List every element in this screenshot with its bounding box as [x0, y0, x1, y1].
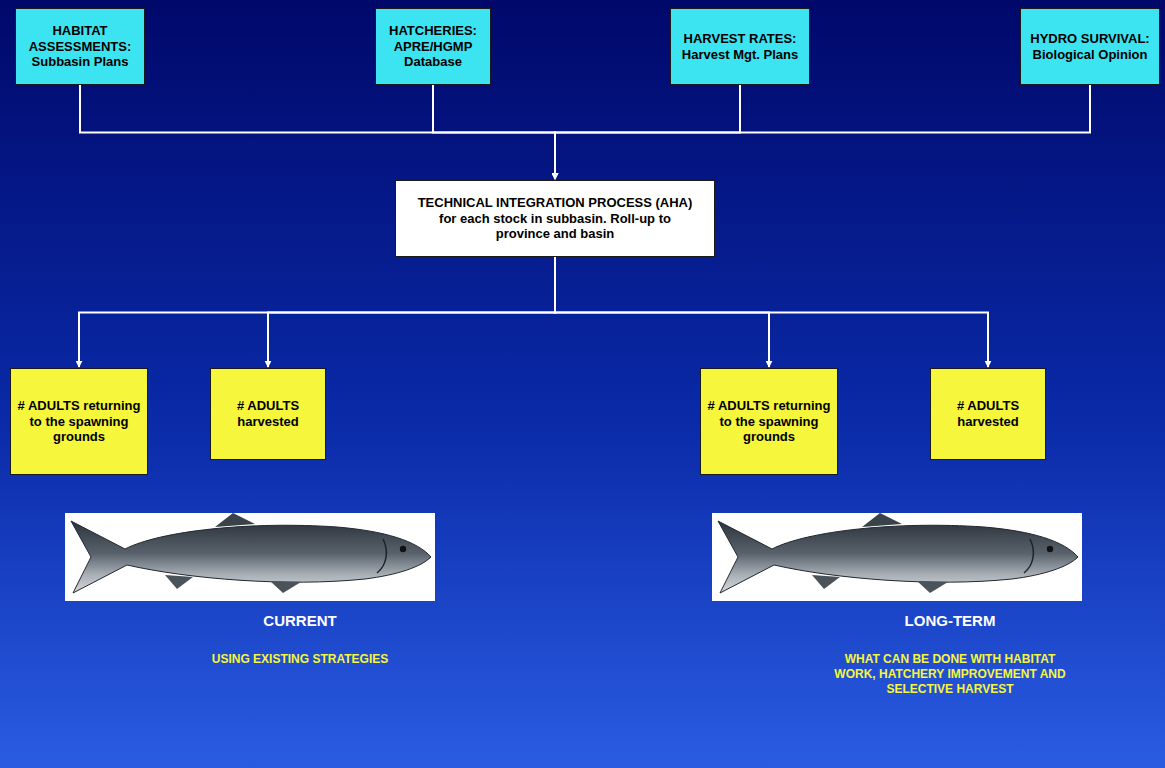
box-text: # ADULTS returning to the spawning groun… — [707, 398, 831, 445]
box-text: # ADULTS returning to the spawning groun… — [17, 398, 141, 445]
salmon-picture — [65, 513, 435, 601]
process-box: TECHNICAL INTEGRATION PROCESS (AHA) for … — [395, 180, 715, 257]
connector — [80, 85, 555, 179]
scenario-note: USING EXISTING STRATEGIES — [190, 652, 410, 667]
source-box: HARVEST RATES: Harvest Mgt. Plans — [670, 8, 810, 85]
box-text: TECHNICAL INTEGRATION PROCESS (AHA) for … — [414, 195, 696, 242]
connector — [433, 85, 555, 179]
picture-ground — [712, 513, 1082, 601]
salmon-eye — [400, 546, 406, 552]
salmon-fin — [165, 575, 193, 589]
salmon-gill — [1024, 539, 1033, 573]
salmon-fin — [917, 581, 948, 593]
salmon-gill — [377, 539, 386, 573]
salmon-body — [71, 521, 431, 593]
salmon-fin — [270, 581, 301, 593]
source-box: HYDRO SURVIVAL: Biological Opinion — [1020, 8, 1160, 85]
salmon-fin — [812, 575, 840, 589]
box-text: HATCHERIES: APRE/HGMP Database — [382, 23, 484, 70]
box-text: # ADULTS harvested — [217, 398, 319, 429]
result-box: # ADULTS harvested — [210, 368, 326, 460]
picture-ground — [65, 513, 435, 601]
source-box: HATCHERIES: APRE/HGMP Database — [375, 8, 491, 85]
connector — [555, 85, 1090, 179]
box-text: HYDRO SURVIVAL: Biological Opinion — [1027, 31, 1153, 62]
scenario-title: CURRENT — [190, 612, 410, 629]
salmon-eye — [1047, 546, 1053, 552]
connector — [79, 257, 555, 367]
salmon-picture — [712, 513, 1082, 601]
connector — [555, 257, 988, 367]
result-box: # ADULTS returning to the spawning groun… — [10, 368, 148, 475]
result-box: # ADULTS harvested — [930, 368, 1046, 460]
salmon-body — [718, 521, 1078, 593]
salmon-fin — [215, 513, 255, 527]
box-text: # ADULTS harvested — [937, 398, 1039, 429]
result-box: # ADULTS returning to the spawning groun… — [700, 368, 838, 475]
box-text: HABITAT ASSESSMENTS: Subbasin Plans — [22, 23, 138, 70]
salmon-fin — [862, 513, 902, 527]
box-text: HARVEST RATES: Harvest Mgt. Plans — [677, 31, 803, 62]
scenario-title: LONG-TERM — [830, 612, 1070, 629]
scenario-note: WHAT CAN BE DONE WITH HABITAT WORK, HATC… — [825, 652, 1075, 697]
source-box: HABITAT ASSESSMENTS: Subbasin Plans — [15, 8, 145, 85]
connector — [268, 257, 555, 367]
